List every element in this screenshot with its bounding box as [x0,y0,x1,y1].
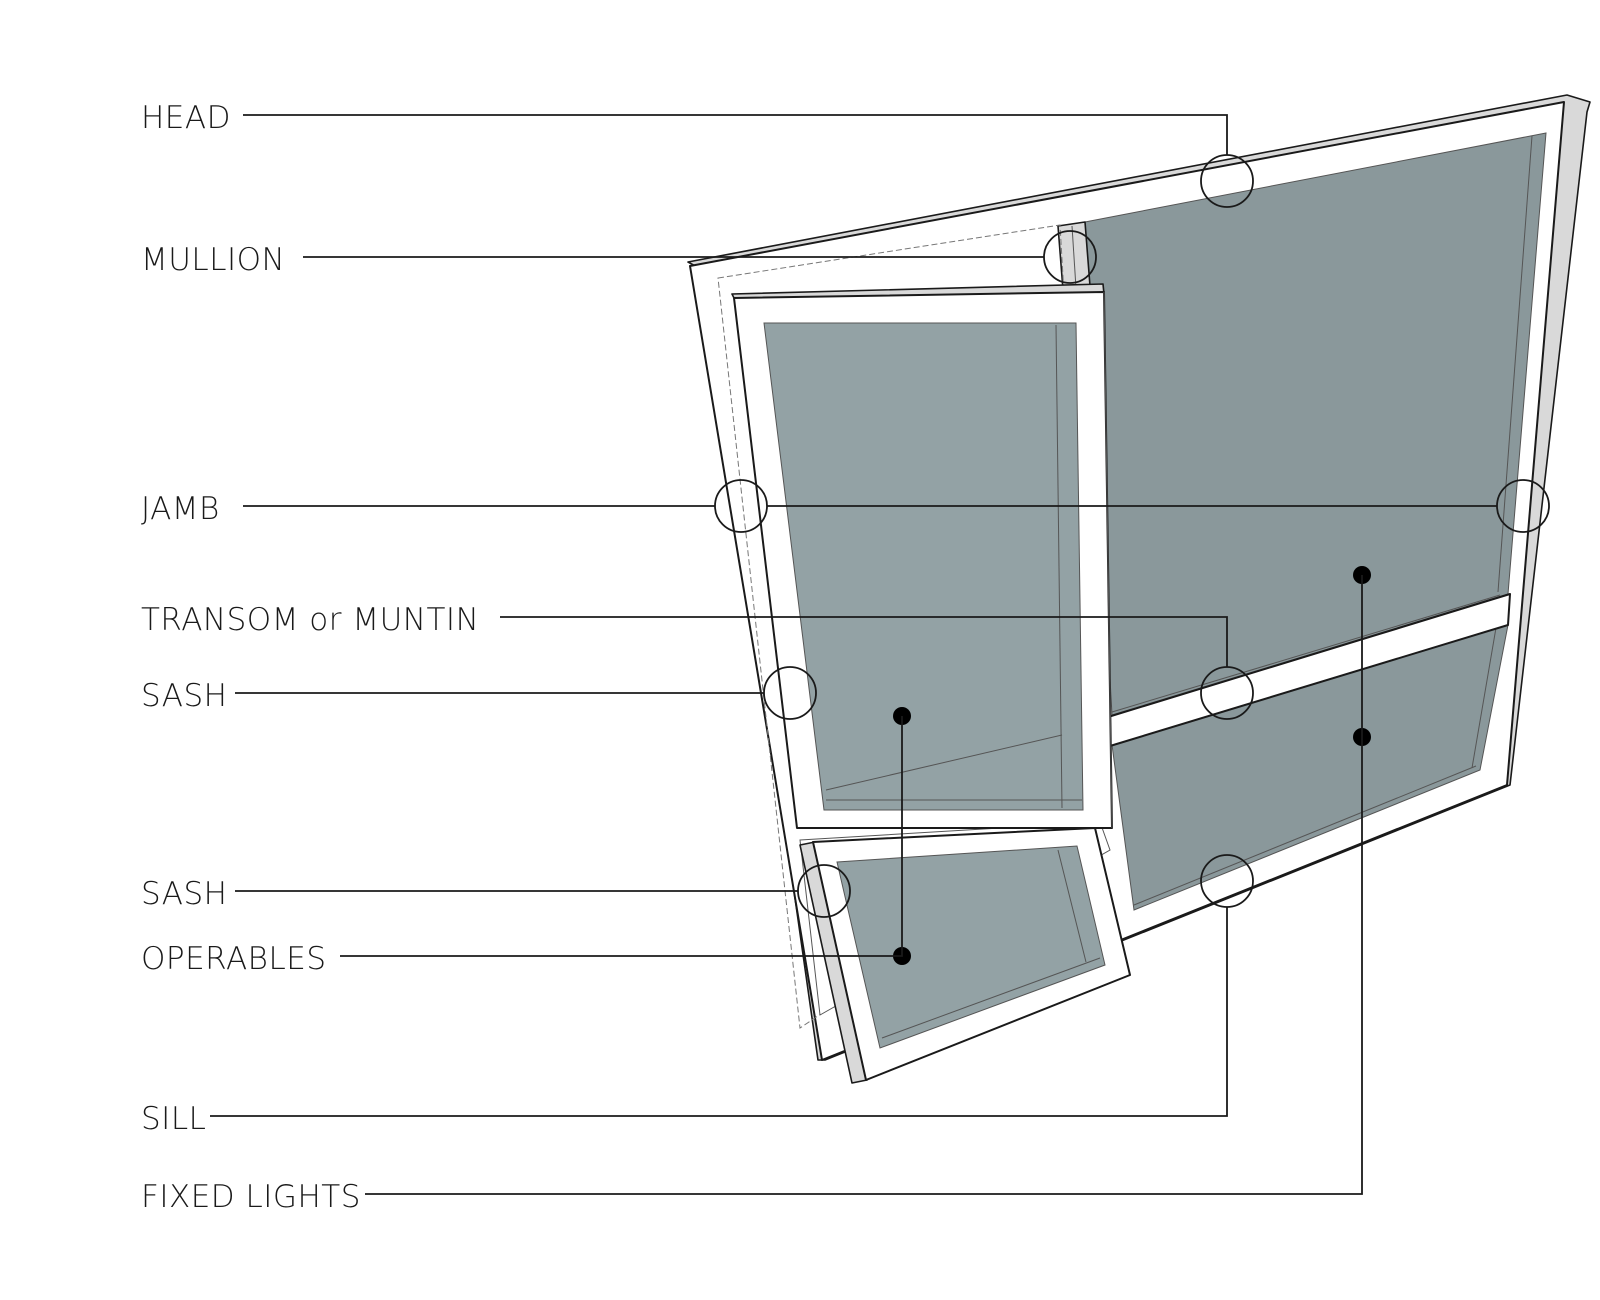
labels: HEAD MULLION JAMB TRANSOM or MUNTIN SASH… [141,100,479,1215]
fixed-lights-leader [365,575,1363,1195]
operable-opening [717,224,1096,1029]
leader-lines [210,114,1497,1195]
window-illustration [687,94,1591,1084]
label-mullion: MULLION [141,242,285,278]
lower-sash [799,827,1131,1084]
label-sash-upper: SASH [141,678,227,714]
sill-leader [210,907,1228,1117]
label-sill: SILL [141,1101,206,1137]
upper-sash [731,283,1113,829]
label-operables: OPERABLES [141,941,327,977]
head-leader [243,114,1228,155]
upper-sash-glass [763,322,1084,811]
label-jamb: JAMB [141,491,220,527]
label-transom: TRANSOM or MUNTIN [141,602,479,638]
label-sash-lower: SASH [141,876,227,912]
label-head: HEAD [141,100,231,136]
operables-leader [340,716,903,957]
transom-leader [500,616,1228,667]
label-fixed-lights: FIXED LIGHTS [141,1179,361,1215]
lower-sash-glass [836,845,1106,1049]
